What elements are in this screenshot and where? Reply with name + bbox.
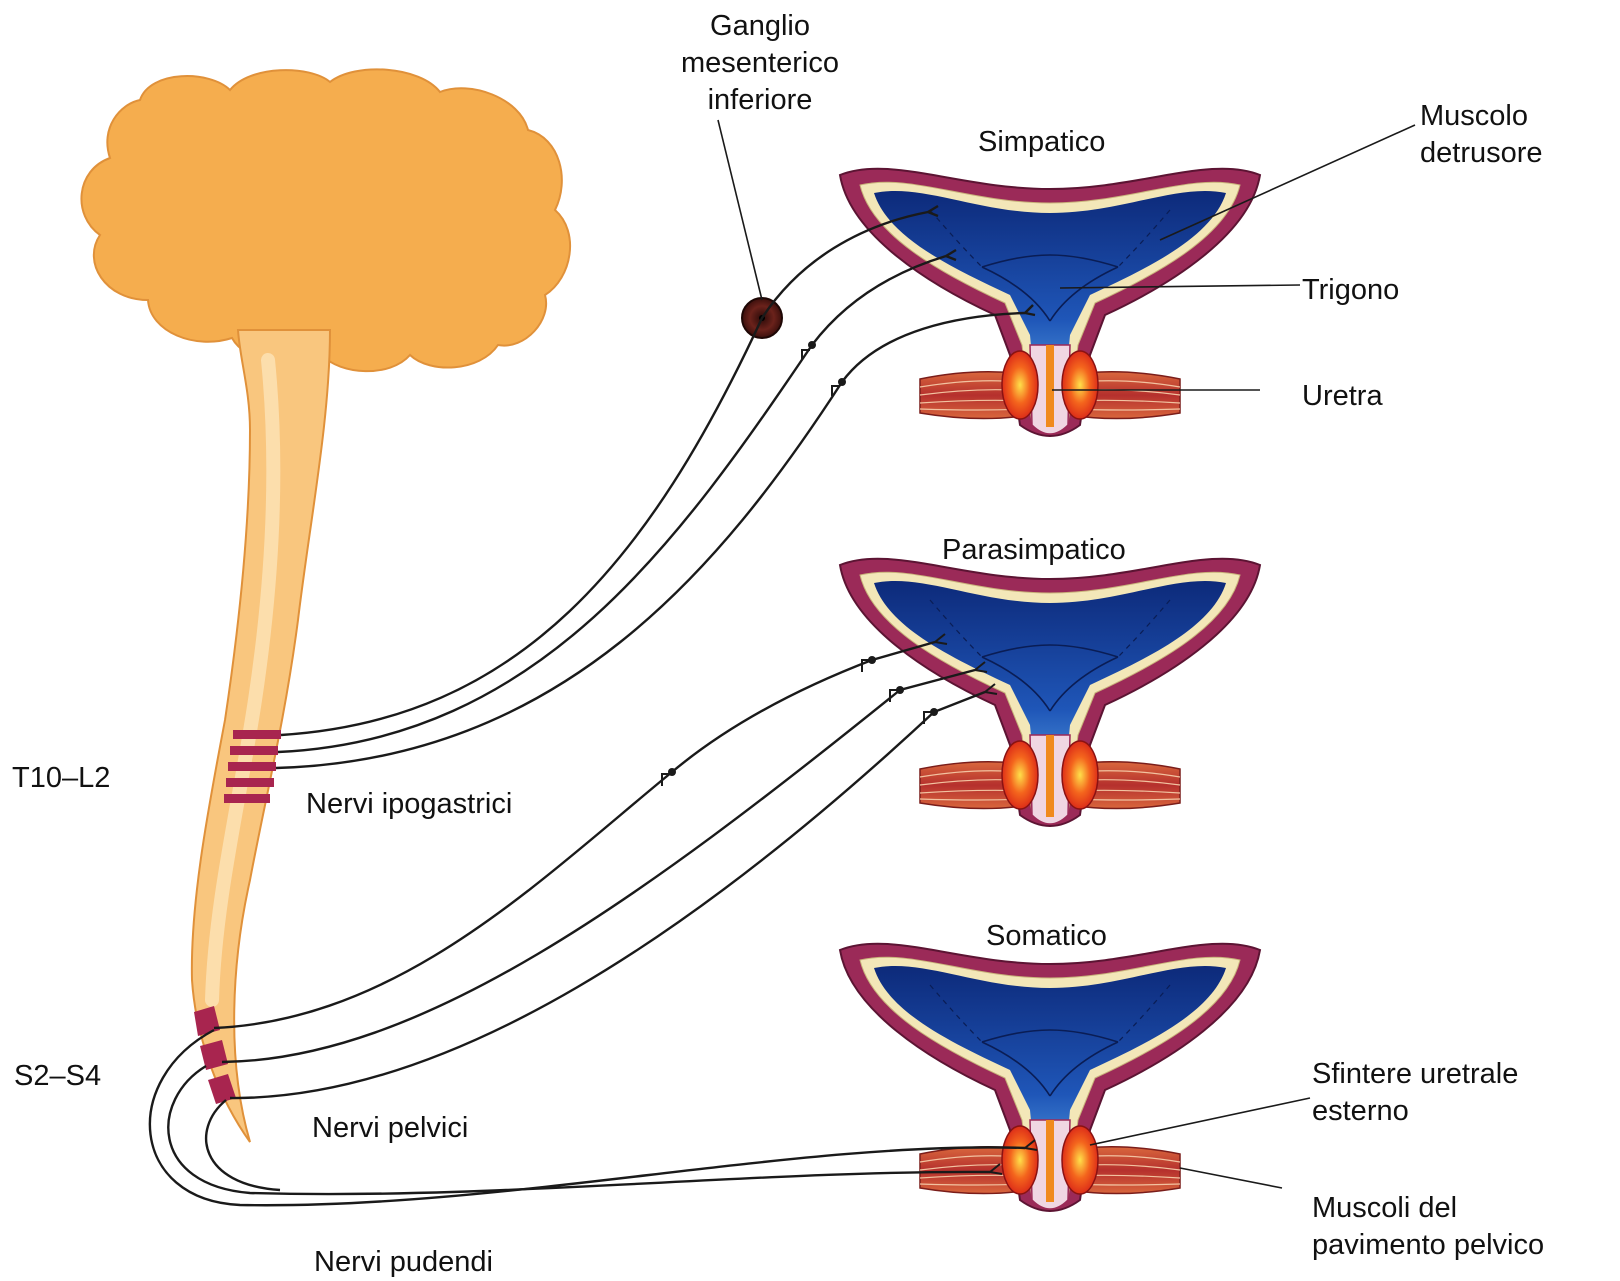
nervi-ipogastrici-label: Nervi ipogastrici (306, 786, 512, 823)
trigono-label: Trigono (1302, 272, 1399, 309)
nervi-pelvici-label: Nervi pelvici (312, 1110, 468, 1147)
detrusor-label-line2: detrusore (1420, 135, 1543, 172)
detrusor-label: Muscolo detrusore (1420, 98, 1543, 172)
t10-l2-label: T10–L2 (12, 760, 110, 797)
detrusor-label-line1: Muscolo (1420, 98, 1543, 135)
pelvic-nerves (214, 634, 997, 1098)
somatico-title: Somatico (986, 918, 1107, 955)
uretra-label: Uretra (1302, 378, 1383, 415)
simpatico-title: Simpatico (978, 124, 1105, 161)
ganglion-label-line1: Ganglio (660, 8, 860, 45)
parasimpatico-title: Parasimpatico (942, 532, 1126, 569)
brain-shape (81, 69, 570, 371)
pelvic-floor-label: Muscoli del pavimento pelvico (1312, 1190, 1544, 1264)
bladder-simpatico (840, 169, 1260, 436)
nervi-pudendi-label: Nervi pudendi (314, 1244, 493, 1281)
pelvic-floor-label-line2: pavimento pelvico (1312, 1227, 1544, 1264)
sphincter-label-line1: Sfintere uretrale (1312, 1056, 1518, 1093)
ganglion-label: Ganglio mesenterico inferiore (660, 8, 860, 119)
sphincter-label: Sfintere uretrale esterno (1312, 1056, 1518, 1130)
pelvic-floor-label-line1: Muscoli del (1312, 1190, 1544, 1227)
sphincter-label-line2: esterno (1312, 1093, 1518, 1130)
ganglion-label-line2: mesenterico (660, 45, 860, 82)
ganglion-label-line3: inferiore (660, 82, 860, 119)
s2-s4-label: S2–S4 (14, 1058, 101, 1095)
